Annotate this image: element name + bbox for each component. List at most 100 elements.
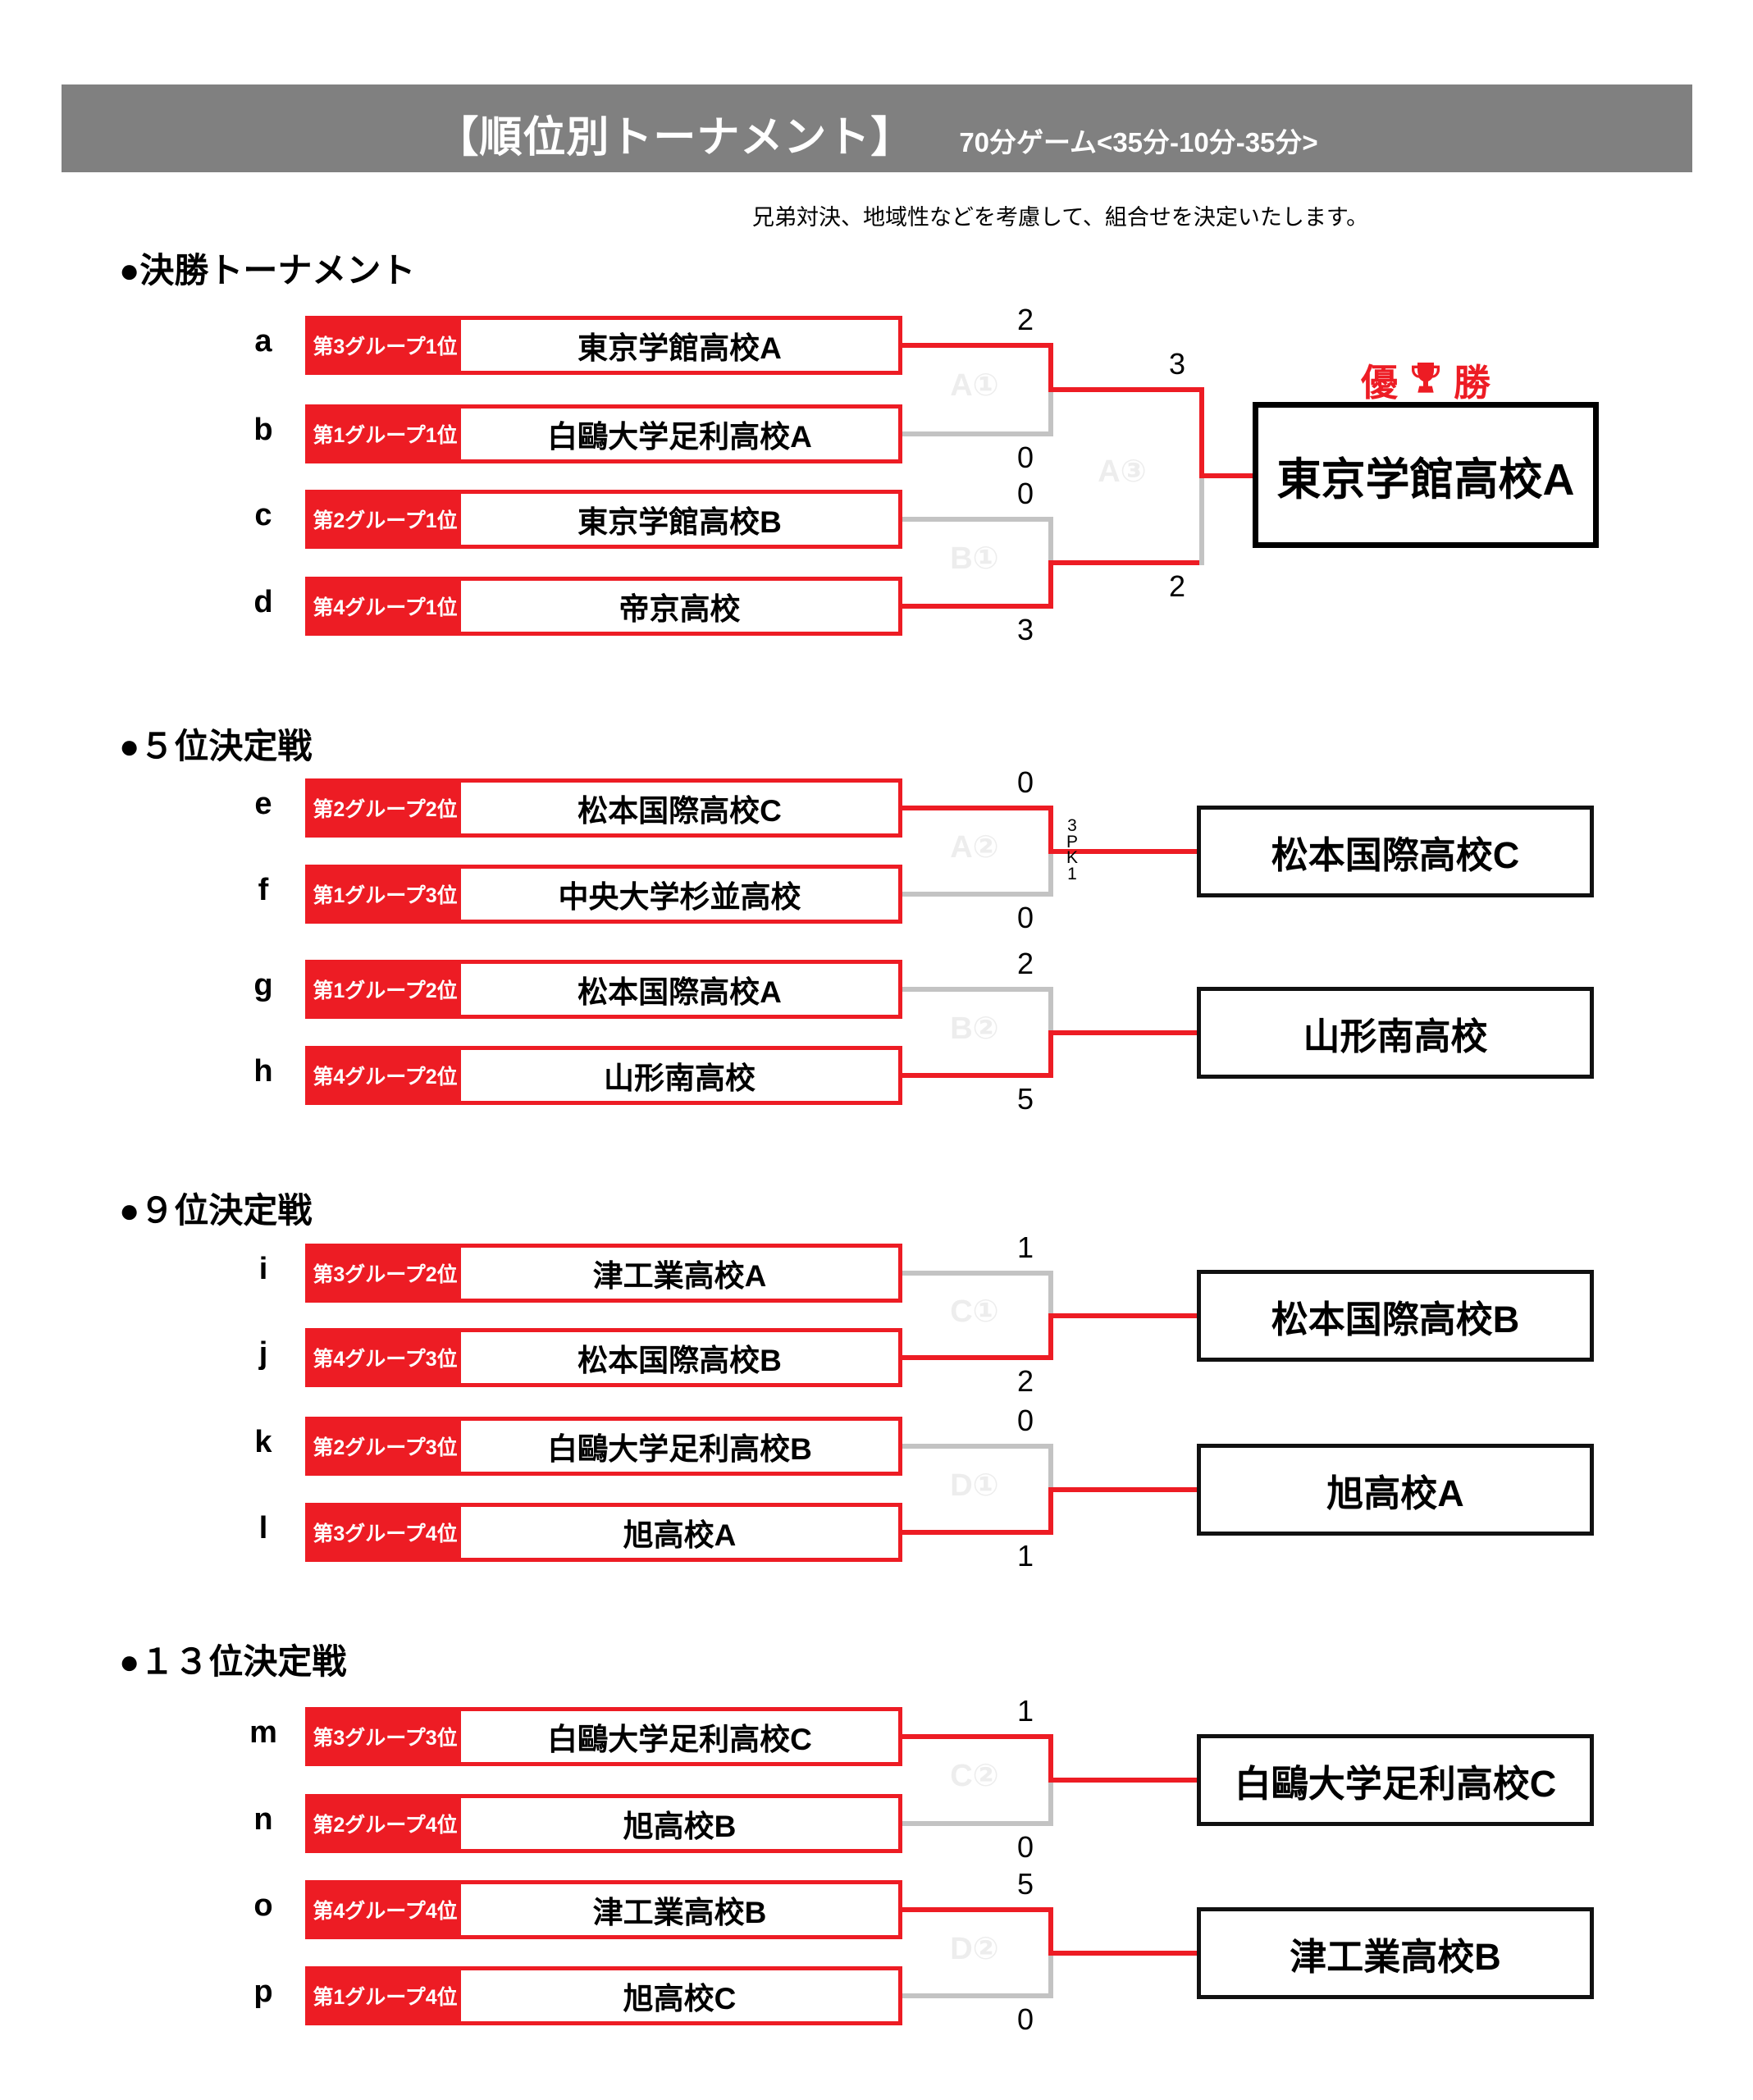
bracket-line-winner <box>1048 1313 1053 1360</box>
seed-badge: 第2グループ2位 <box>309 783 461 833</box>
bracket-line-winner <box>1048 343 1053 392</box>
match-score: 0 <box>1016 2002 1034 2036</box>
team-name: 帝京高校 <box>619 592 741 626</box>
winner-name: 松本国際高校B <box>1271 1298 1520 1340</box>
bracket-line-loser <box>902 1271 1053 1276</box>
row-letter: d <box>253 585 273 619</box>
bracket-line-advance <box>1048 1778 1197 1783</box>
bracket-line-winner <box>902 1355 1053 1360</box>
bracket-line-winner <box>902 343 1053 348</box>
winner-name: 津工業高校B <box>1290 1935 1501 1978</box>
bracket-line-advance <box>1048 1487 1197 1492</box>
page-title: 【順位別トーナメント】 <box>436 114 915 162</box>
row-letter: e <box>254 787 272 821</box>
bracket-line-advance <box>1048 1313 1197 1318</box>
bracket-row: 第2グループ4位 旭高校B <box>305 1794 902 1853</box>
row-letter: a <box>254 324 272 358</box>
seed-badge: 第1グループ4位 <box>309 1970 461 2021</box>
seed-badge: 第1グループ1位 <box>309 409 461 459</box>
champion-title-right: 勝 <box>1454 361 1491 404</box>
bracket-line-loser <box>1048 387 1053 436</box>
match-label: D② <box>950 1932 999 1966</box>
match-label: C② <box>950 1759 999 1793</box>
penalty-kick-score: 3 P K 1 <box>1066 816 1078 883</box>
bracket-row: 第1グループ3位 中央大学杉並高校 <box>305 865 902 924</box>
team-name: 白鷗大学足利高校C <box>547 1723 812 1756</box>
row-letter: p <box>253 1974 273 2009</box>
row-letter: j <box>258 1336 268 1371</box>
match-label: A① <box>950 368 999 403</box>
bracket-line-winner <box>902 1530 1053 1535</box>
team-name: 山形南高校 <box>604 1061 756 1095</box>
seed-badge: 第1グループ3位 <box>309 869 461 920</box>
bracket-line-loser <box>1048 1444 1053 1492</box>
bracket-line-loser <box>902 1821 1053 1826</box>
match-score: 2 <box>1016 1364 1034 1398</box>
team-name: 東京学館高校A <box>577 331 782 365</box>
bracket-line-winner <box>902 604 1053 609</box>
section-heading-9th: ●９位決定戦 <box>119 1191 313 1230</box>
team-name: 松本国際高校A <box>577 975 782 1009</box>
seed-badge: 第4グループ4位 <box>309 1884 461 1935</box>
seed-badge: 第3グループ4位 <box>309 1507 461 1558</box>
match-score: 5 <box>1016 1082 1034 1116</box>
champion-name: 東京学館高校A <box>1276 454 1575 504</box>
match-score: 0 <box>1016 441 1034 474</box>
bracket-row: 第4グループ1位 帝京高校 <box>305 577 902 636</box>
row-letter: o <box>253 1888 273 1923</box>
bracket-line-winner <box>1048 1907 1053 1956</box>
match-score: 0 <box>1016 901 1034 934</box>
row-letter: f <box>258 873 269 907</box>
bracket-row: 第3グループ4位 旭高校A <box>305 1503 902 1562</box>
bracket-line-loser <box>1048 517 1053 565</box>
bracket-row: 第2グループ2位 松本国際高校C <box>305 778 902 838</box>
winner-box: 松本国際高校B <box>1197 1270 1594 1362</box>
seed-badge: 第2グループ3位 <box>309 1421 461 1472</box>
bracket-line-winner <box>1048 1734 1053 1783</box>
bracket-row: 第3グループ1位 東京学館高校A <box>305 316 902 375</box>
match-label: A③ <box>1098 454 1147 489</box>
row-letter: l <box>258 1511 268 1545</box>
bracket-row: 第4グループ2位 山形南高校 <box>305 1046 902 1105</box>
bracket-line-loser <box>1048 1271 1053 1318</box>
champion-box: 東京学館高校A <box>1253 402 1599 548</box>
bracket-row: 第2グループ3位 白鷗大学足利高校B <box>305 1417 902 1476</box>
row-letter: b <box>253 413 273 447</box>
team-name: 中央大学杉並高校 <box>558 880 801 914</box>
pairing-note: 兄弟対決、地域性などを考慮して、組合せを決定いたします。 <box>752 205 1369 230</box>
winner-name: 旭高校A <box>1326 1472 1464 1514</box>
bracket-line-loser <box>902 517 1053 522</box>
bracket-line-advance <box>1048 849 1197 854</box>
winner-box: 津工業高校B <box>1197 1907 1594 1999</box>
bracket-line-loser <box>1199 473 1204 565</box>
trophy-icon <box>1409 360 1442 398</box>
bracket-line-loser <box>902 1444 1053 1449</box>
match-score: 0 <box>1016 765 1034 799</box>
bracket-line-advance <box>1048 1951 1197 1956</box>
match-score: 0 <box>1016 477 1034 510</box>
match-label: D① <box>950 1468 999 1503</box>
match-score: 0 <box>1016 1830 1034 1864</box>
match-score: 1 <box>1016 1539 1034 1573</box>
champion-title-left: 優 <box>1360 361 1398 404</box>
bracket-line-winner <box>1048 1030 1053 1078</box>
bracket-line-loser <box>902 892 1053 897</box>
final-score: 2 <box>1168 569 1185 603</box>
bracket-line-loser <box>1048 849 1053 897</box>
row-letter: n <box>253 1802 273 1837</box>
winner-box: 白鷗大学足利高校C <box>1197 1734 1594 1826</box>
team-name: 津工業高校B <box>592 1896 767 1929</box>
winner-name: 松本国際高校C <box>1271 833 1520 876</box>
bracket-line-loser <box>1048 987 1053 1035</box>
bracket-line-winner <box>1048 806 1053 854</box>
seed-badge: 第2グループ4位 <box>309 1798 461 1849</box>
bracket-row: 第3グループ3位 白鷗大学足利高校C <box>305 1707 902 1766</box>
team-name: 旭高校C <box>623 1982 737 2016</box>
match-score: 0 <box>1016 1404 1034 1437</box>
team-name: 松本国際高校B <box>577 1344 782 1377</box>
winner-box: 松本国際高校C <box>1197 806 1594 897</box>
bracket-line-winner <box>902 1073 1053 1078</box>
row-letter: k <box>254 1425 272 1459</box>
bracket-line-winner <box>1048 1487 1053 1535</box>
